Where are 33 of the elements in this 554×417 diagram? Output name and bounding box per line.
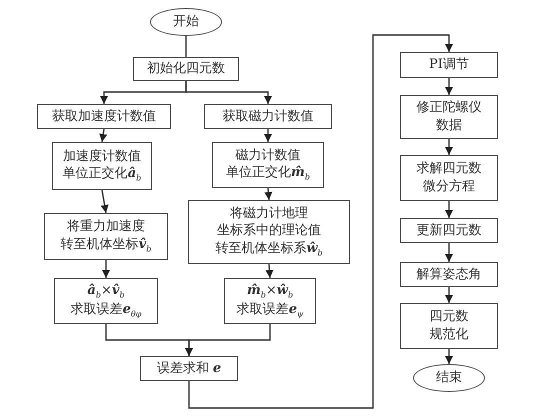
process-box: 求解四元数微分方程 xyxy=(400,155,498,201)
arrow xyxy=(99,128,108,142)
arrow xyxy=(102,260,110,278)
process-box: 初始化四元数 xyxy=(133,57,239,81)
arrow xyxy=(445,287,453,303)
process-box: 四元数规范化 xyxy=(400,303,498,349)
process-box: 磁力计数值单位正交化m̂$_{b}$ xyxy=(212,142,324,188)
arrow xyxy=(445,243,453,262)
terminal-ellipse: 结束 xyxy=(413,364,485,392)
process-box: â$_{b}$×v̂$_{b}$ 求取误差e$_{θφ}$ xyxy=(54,278,158,324)
process-box: 将重力加速度转至机体坐标v̂$_{b}$ xyxy=(44,213,168,260)
arrow xyxy=(265,264,274,278)
arrow xyxy=(264,129,272,142)
process-box: 修正陀螺仪数据 xyxy=(400,95,498,139)
process-box: 将磁力计地理坐标系中的理论值转至机体坐标系ŵ$_{b}$ xyxy=(188,200,350,264)
process-box: PI调节 xyxy=(400,52,498,78)
arrow xyxy=(100,190,109,214)
arrow xyxy=(185,324,271,356)
arrow xyxy=(445,349,453,364)
arrow xyxy=(264,188,272,200)
process-box: 解算姿态角 xyxy=(400,262,498,287)
arrow xyxy=(185,81,272,104)
arrow xyxy=(445,78,453,95)
process-box: 获取加速度计数值 xyxy=(37,104,171,129)
process-box: 获取磁力计数值 xyxy=(204,104,332,129)
arrow xyxy=(445,139,453,155)
process-box: m̂$_{b}$×ŵ$_{b}$ 求取误差e$_{ψ}$ xyxy=(224,278,316,324)
arrow xyxy=(188,34,453,409)
process-box: 误差求和 e xyxy=(140,356,238,381)
terminal-ellipse: 开始 xyxy=(150,8,222,36)
arrow xyxy=(445,201,453,218)
process-box: 更新四元数 xyxy=(400,218,498,243)
process-box: 加速度计数值单位正交化â$_{b}$ xyxy=(52,142,152,190)
